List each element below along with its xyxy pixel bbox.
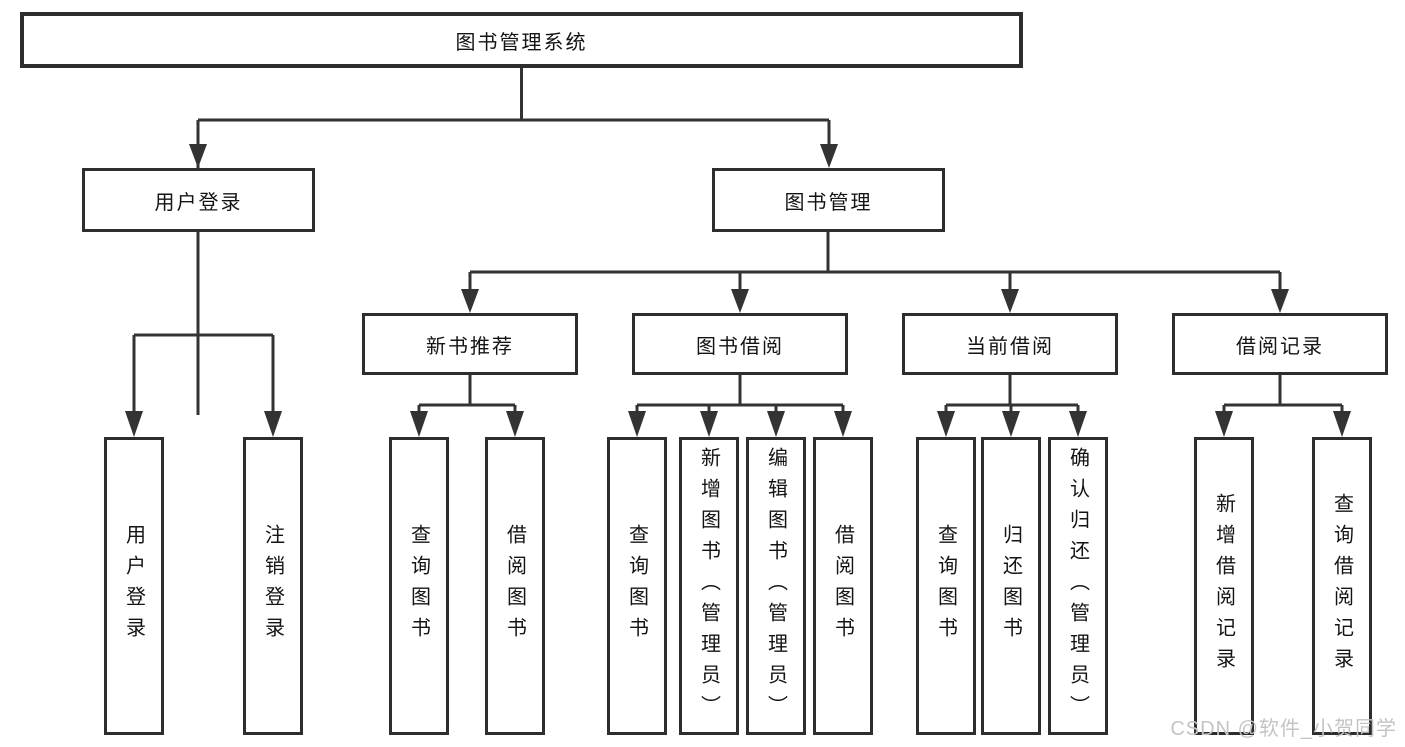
- leaf-label: 注销登录: [261, 524, 284, 648]
- leaf-label: 借阅图书: [831, 524, 854, 648]
- leaf-query-borrow-record: 查询借阅记录: [1312, 437, 1372, 735]
- node-user-login: 用户登录: [82, 168, 315, 232]
- leaf-label: 查询图书: [934, 524, 957, 648]
- leaf-user-login: 用户登录: [104, 437, 164, 735]
- leaf-label: 新增借阅记录: [1212, 493, 1235, 679]
- leaf-return-books: 归还图书: [981, 437, 1041, 735]
- node-label: 用户登录: [154, 191, 243, 214]
- connector-new-book-recommend-children: [410, 375, 524, 437]
- connector-book-management-children: [461, 232, 1289, 313]
- leaf-add-book-admin: 新增图书（管理员）: [679, 437, 739, 735]
- leaf-label: 查询借阅记录: [1330, 493, 1353, 679]
- node-label: 借阅记录: [1236, 335, 1324, 358]
- leaf-query-books-current: 查询图书: [916, 437, 976, 735]
- csdn-watermark: CSDN @软件_小贺同学: [1170, 718, 1397, 740]
- leaf-query-books-borrowing: 查询图书: [607, 437, 667, 735]
- leaf-label: 确认归还（管理员）: [1066, 446, 1089, 726]
- node-library-management-system: 图书管理系统: [20, 12, 1023, 68]
- leaf-confirm-return-admin: 确认归还（管理员）: [1048, 437, 1108, 735]
- node-label: 图书借阅: [696, 335, 784, 358]
- connector-current-borrowing-children: [937, 375, 1087, 437]
- leaf-borrow-books: 借阅图书: [813, 437, 873, 735]
- node-label: 当前借阅: [966, 335, 1054, 358]
- leaf-edit-book-admin: 编辑图书（管理员）: [746, 437, 806, 735]
- node-current-borrowing: 当前借阅: [902, 313, 1118, 375]
- connector-book-borrowing-children: [628, 375, 852, 437]
- leaf-label: 用户登录: [122, 524, 145, 648]
- node-label: 新书推荐: [426, 335, 514, 358]
- leaf-label: 借阅图书: [503, 524, 526, 648]
- leaf-label: 查询图书: [407, 524, 430, 648]
- node-borrow-records: 借阅记录: [1172, 313, 1388, 375]
- connector-user-login-children: [125, 232, 282, 437]
- leaf-add-borrow-record: 新增借阅记录: [1194, 437, 1254, 735]
- node-label: 图书管理: [784, 191, 873, 214]
- leaf-label: 新增图书（管理员）: [697, 446, 720, 726]
- leaf-label: 归还图书: [999, 524, 1022, 648]
- node-new-book-recommend: 新书推荐: [362, 313, 578, 375]
- leaf-borrow-books-recommend: 借阅图书: [485, 437, 545, 735]
- node-book-borrowing: 图书借阅: [632, 313, 848, 375]
- node-label: 图书管理系统: [455, 31, 588, 54]
- leaf-label: 编辑图书（管理员）: [764, 446, 787, 726]
- node-book-management: 图书管理: [712, 168, 945, 232]
- leaf-query-books-recommend: 查询图书: [389, 437, 449, 735]
- connector-borrow-records-children: [1215, 375, 1351, 437]
- leaf-logout: 注销登录: [243, 437, 303, 735]
- leaf-label: 查询图书: [625, 524, 648, 648]
